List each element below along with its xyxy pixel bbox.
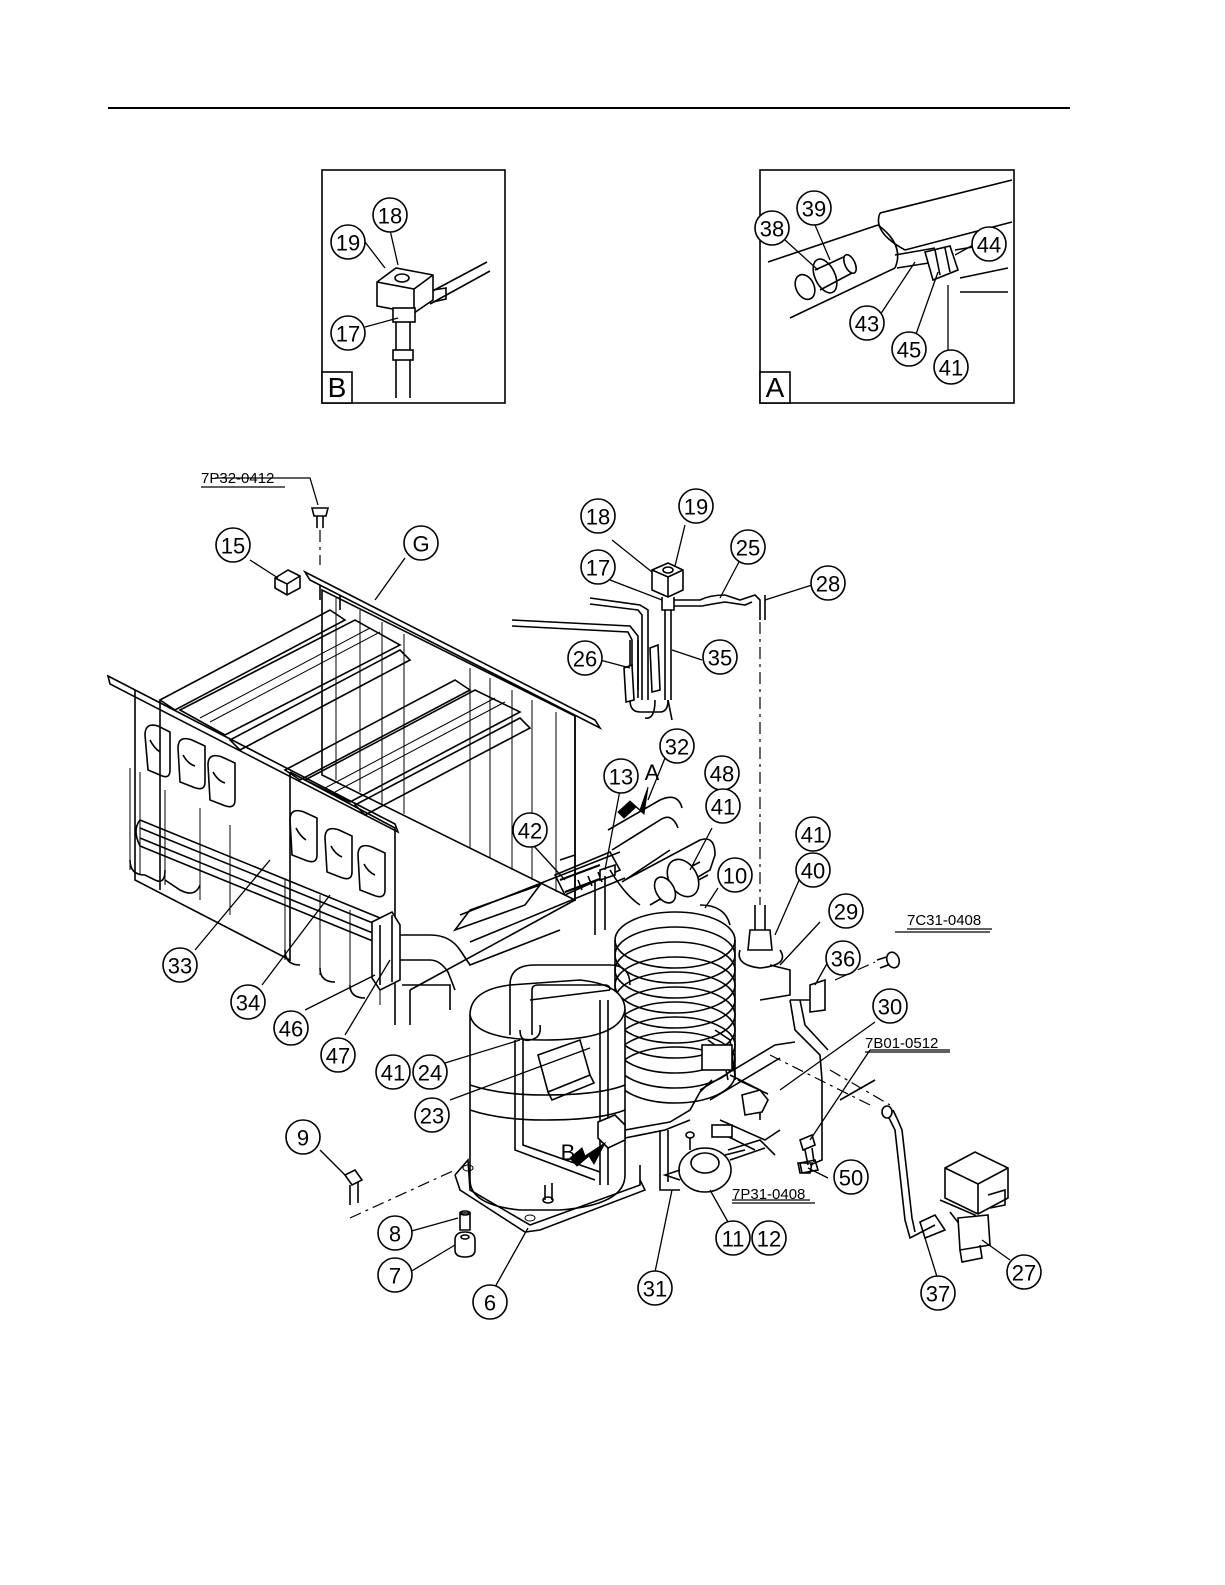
callout-number: 37 bbox=[926, 1282, 950, 1307]
view-marker-g: G bbox=[412, 532, 429, 557]
callout-number: 17 bbox=[336, 322, 360, 347]
callout-number: 44 bbox=[977, 233, 1001, 258]
callout-number: 26 bbox=[573, 647, 597, 672]
detail-b-letter: B bbox=[328, 372, 347, 403]
callout-number: 17 bbox=[586, 556, 610, 581]
callout-number: 41 bbox=[939, 356, 963, 381]
code-7c31-0408: 7C31-0408 bbox=[907, 912, 981, 929]
detail-a-letter: A bbox=[766, 372, 785, 403]
callout-number: 39 bbox=[802, 197, 826, 222]
code-7b01-0512: 7B01-0512 bbox=[865, 1035, 938, 1052]
callout-number: 12 bbox=[757, 1227, 781, 1252]
view-marker-b: B bbox=[561, 1140, 576, 1165]
callout-number: 34 bbox=[236, 991, 260, 1016]
callout-number: 50 bbox=[839, 1166, 863, 1191]
view-marker-a: A bbox=[645, 760, 660, 785]
code-7p32-0412: 7P32-0412 bbox=[201, 470, 274, 487]
callout-number: 29 bbox=[834, 900, 858, 925]
callout-number: 31 bbox=[643, 1277, 667, 1302]
callout-number: 8 bbox=[389, 1222, 401, 1247]
callout-number: 46 bbox=[279, 1017, 303, 1042]
callout-number: 32 bbox=[665, 735, 689, 760]
callout-number: 41 bbox=[711, 795, 735, 820]
callout-number: 36 bbox=[831, 947, 855, 972]
callout-number: 33 bbox=[168, 954, 192, 979]
code-7p31-0408: 7P31-0408 bbox=[732, 1186, 805, 1203]
callout-number: 15 bbox=[221, 534, 245, 559]
callout-number: 27 bbox=[1012, 1261, 1036, 1286]
callout-number: 47 bbox=[326, 1044, 350, 1069]
callout-number: 24 bbox=[418, 1061, 442, 1086]
callout-number: 38 bbox=[760, 217, 784, 242]
callout-number: 48 bbox=[710, 762, 734, 787]
callout-number: 43 bbox=[855, 312, 879, 337]
callout-number: 25 bbox=[736, 536, 760, 561]
main-assembly bbox=[108, 508, 1008, 1262]
callout-number: 7 bbox=[389, 1264, 401, 1289]
compressor bbox=[455, 980, 645, 1232]
callout-number: 40 bbox=[801, 859, 825, 884]
callout-number: 28 bbox=[816, 572, 840, 597]
callout-number: 45 bbox=[897, 338, 921, 363]
detail-b-panel: B bbox=[322, 170, 505, 403]
callout-number: 19 bbox=[336, 231, 360, 256]
callout-number: 41 bbox=[801, 823, 825, 848]
callout-number: 41 bbox=[381, 1061, 405, 1086]
callout-number: 10 bbox=[723, 864, 747, 889]
callout-number: 18 bbox=[586, 505, 610, 530]
callout-number: 18 bbox=[378, 204, 402, 229]
callout-number: 30 bbox=[878, 995, 902, 1020]
callout-number: 35 bbox=[708, 646, 732, 671]
callout-number: 23 bbox=[420, 1104, 444, 1129]
callout-number: 19 bbox=[684, 495, 708, 520]
callout-number: 9 bbox=[297, 1126, 309, 1151]
callout-number: 11 bbox=[722, 1227, 745, 1252]
callout-number: 13 bbox=[609, 765, 633, 790]
condenser-coil bbox=[615, 905, 735, 1103]
callout-number: 6 bbox=[484, 1291, 496, 1316]
callout-number: 42 bbox=[518, 819, 542, 844]
